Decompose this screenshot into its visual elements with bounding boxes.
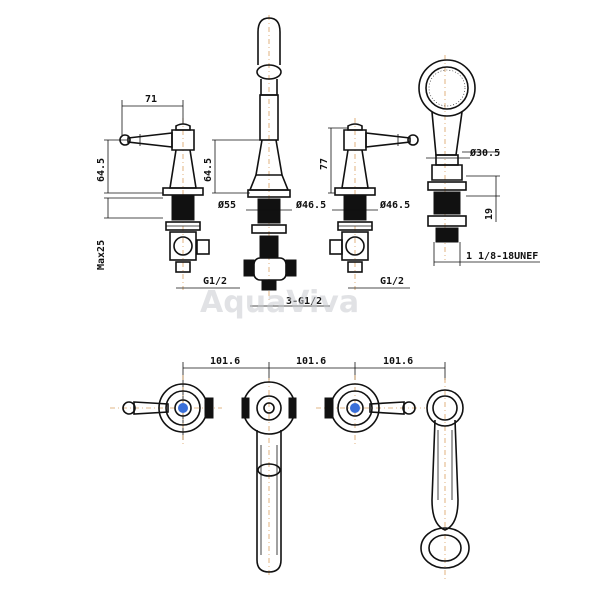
dim-thread-spout: 3-G1/2 bbox=[286, 296, 322, 307]
dim-handle-reach: 71 bbox=[145, 94, 157, 105]
dim-handle-height-right: 77 bbox=[319, 158, 330, 170]
dim-spacing-3: 101.6 bbox=[383, 356, 413, 367]
dim-max-deck: Max25 bbox=[96, 240, 107, 270]
dim-spout-height: 64.5 bbox=[203, 158, 214, 182]
dim-shower-thread: 1 1/8-18UNEF bbox=[466, 251, 538, 262]
hand-shower-elevation bbox=[418, 55, 476, 260]
dim-shower-diameter: Ø30.5 bbox=[469, 147, 500, 159]
spout-plan bbox=[241, 378, 297, 575]
watermark: AquaViva bbox=[200, 285, 359, 320]
dim-valve-diameter-right: Ø46.5 bbox=[379, 199, 410, 211]
right-valve-elevation bbox=[329, 118, 419, 290]
dim-spacing-2: 101.6 bbox=[296, 356, 326, 367]
dim-thread-left: G1/2 bbox=[203, 276, 227, 287]
right-valve-plan bbox=[316, 375, 425, 445]
hand-shower-plan bbox=[420, 378, 470, 580]
dim-shower-base: 19 bbox=[484, 208, 495, 220]
dim-handle-height-left: 64.5 bbox=[96, 158, 107, 182]
dim-spout-diameter: Ø55 bbox=[217, 199, 236, 211]
spout-elevation bbox=[243, 15, 297, 300]
left-valve-plan bbox=[110, 375, 222, 445]
left-valve-elevation bbox=[119, 118, 210, 290]
dim-spacing-1: 101.6 bbox=[210, 356, 240, 367]
dim-valve-diameter-left: Ø46.5 bbox=[295, 199, 326, 211]
spacing-dimensions bbox=[182, 362, 446, 440]
dim-thread-right: G1/2 bbox=[380, 276, 404, 287]
